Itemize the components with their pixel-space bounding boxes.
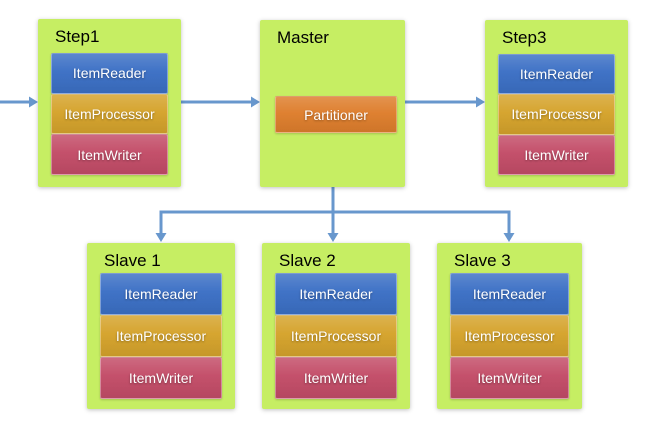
arrow-to-slave-2: [327, 211, 339, 242]
arrow-into-step1: [0, 96, 38, 108]
item-processor-box: ItemProcessor: [275, 315, 397, 357]
node-step1: Step1 ItemReader ItemProcessor ItemWrite…: [38, 19, 181, 187]
item-processor-box: ItemProcessor: [498, 94, 615, 135]
node-slave-3: Slave 3 ItemReader ItemProcessor ItemWri…: [437, 243, 582, 409]
node-title: Slave 1: [104, 251, 161, 270]
item-processor-box: ItemProcessor: [450, 315, 569, 357]
item-writer-box: ItemWriter: [450, 357, 569, 399]
node-title: Slave 2: [279, 251, 336, 270]
node-slave-1: Slave 1 ItemReader ItemProcessor ItemWri…: [87, 243, 235, 409]
item-writer-box: ItemWriter: [51, 134, 168, 176]
arrow-to-slave-3: [503, 211, 515, 242]
item-writer-box: ItemWriter: [100, 357, 222, 399]
node-step3: Step3 ItemReader ItemProcessor ItemWrite…: [485, 20, 628, 187]
node-title: Master: [277, 28, 329, 47]
component-stack: ItemReader ItemProcessor ItemWriter: [275, 273, 397, 399]
arrow-to-slave-1: [155, 211, 167, 242]
node-title: Step1: [55, 27, 100, 46]
item-processor-box: ItemProcessor: [100, 315, 222, 357]
node-master: Master Partitioner: [260, 20, 405, 187]
partitioner-box: Partitioner: [275, 96, 397, 133]
item-reader-box: ItemReader: [100, 273, 222, 315]
component-stack: ItemReader ItemProcessor ItemWriter: [498, 54, 615, 175]
node-title: Step3: [502, 28, 547, 47]
item-reader-box: ItemReader: [498, 54, 615, 95]
component-stack: ItemReader ItemProcessor ItemWriter: [100, 273, 222, 399]
node-title: Slave 3: [454, 251, 511, 270]
item-reader-box: ItemReader: [450, 273, 569, 315]
item-reader-box: ItemReader: [51, 53, 168, 94]
arrow-master-to-step3: [405, 96, 485, 108]
arrow-step1-to-master: [181, 96, 260, 108]
component-stack: ItemReader ItemProcessor ItemWriter: [51, 53, 168, 176]
item-processor-box: ItemProcessor: [51, 93, 168, 135]
item-writer-box: ItemWriter: [275, 357, 397, 399]
item-writer-box: ItemWriter: [498, 134, 615, 175]
node-slave-2: Slave 2 ItemReader ItemProcessor ItemWri…: [262, 243, 410, 409]
component-stack: ItemReader ItemProcessor ItemWriter: [450, 273, 569, 399]
item-reader-box: ItemReader: [275, 273, 397, 315]
branch-master-to-slaves: [159, 187, 511, 214]
